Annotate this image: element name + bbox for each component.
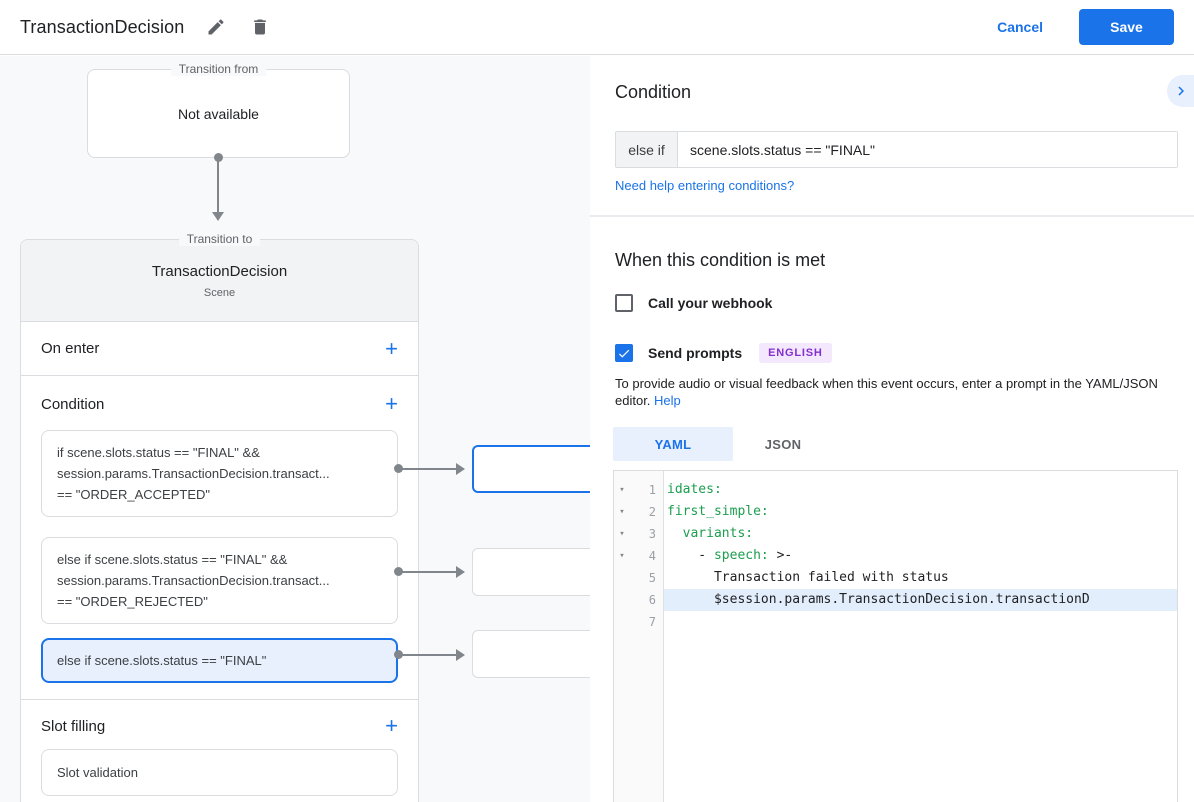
condition-card-2[interactable]: else if scene.slots.status == "FINAL" &&…: [41, 537, 398, 624]
code-line-3: variants:: [667, 526, 754, 541]
slot-validation-card[interactable]: Slot validation: [41, 749, 398, 796]
send-prompts-checkbox-row: Send prompts ENGLISH: [615, 343, 832, 363]
on-enter-row[interactable]: On enter +: [21, 322, 418, 376]
condition-help-link[interactable]: Need help entering conditions?: [615, 178, 795, 193]
add-condition-button[interactable]: +: [385, 391, 398, 416]
tab-json[interactable]: JSON: [764, 436, 802, 452]
code-line-7: [664, 611, 1177, 633]
webhook-checkbox-row: Call your webhook: [615, 294, 772, 312]
section-divider: [590, 215, 1194, 217]
edit-button[interactable]: [204, 15, 228, 39]
add-slot-button[interactable]: +: [385, 713, 398, 738]
arrowhead-down-icon: [212, 212, 224, 221]
page-title: TransactionDecision: [20, 16, 185, 37]
slot-filling-section: Slot filling + Slot validation: [21, 700, 418, 802]
scene-header[interactable]: TransactionDecision Scene: [21, 240, 418, 322]
line-number: 6: [648, 593, 656, 607]
language-badge: ENGLISH: [759, 343, 832, 363]
condition-section-label: Condition: [41, 395, 105, 413]
line-number: 1: [648, 483, 656, 497]
code-line-1: idates:: [667, 482, 722, 497]
transition-target-box-1[interactable]: [472, 445, 590, 493]
condition-section: Condition + if scene.slots.status == "FI…: [21, 376, 418, 700]
prompt-help-link[interactable]: Help: [654, 393, 681, 408]
cancel-button[interactable]: Cancel: [997, 19, 1043, 35]
code-line-4: - speech: >-: [667, 548, 793, 563]
transition-from-legend: Transition from: [170, 62, 267, 76]
line-number: 7: [648, 615, 656, 629]
transition-to-legend: Transition to: [178, 232, 261, 246]
check-icon: [618, 349, 630, 358]
transition-from-box[interactable]: Transition from Not available: [87, 62, 350, 158]
scene-type-label: Scene: [203, 287, 236, 299]
top-bar: TransactionDecision Cancel Save: [0, 0, 1194, 55]
chevron-right-icon: [1177, 86, 1184, 96]
line-number: 5: [648, 571, 656, 585]
transition-target-box-3[interactable]: [472, 630, 590, 678]
line-number: 4: [648, 549, 656, 563]
slot-filling-label: Slot filling: [41, 717, 106, 735]
arrowhead-right-icon: [456, 649, 465, 661]
editor-tabs: YAML JSON: [613, 427, 833, 461]
code-line-6-highlighted: $session.params.TransactionDecision.tran…: [664, 589, 1177, 611]
editor-code-area[interactable]: idates: first_simple: variants: - speech…: [664, 471, 1177, 802]
connector-dot: [214, 153, 223, 162]
tab-yaml[interactable]: YAML: [613, 427, 733, 461]
line-number: 2: [648, 505, 656, 519]
connector-dot: [394, 650, 403, 659]
save-button[interactable]: Save: [1079, 9, 1174, 45]
fold-icon[interactable]: ▾: [619, 507, 625, 517]
scene-flow-canvas: Transition from Not available Transition…: [0, 56, 590, 802]
connector-line: [217, 161, 219, 212]
fold-icon[interactable]: ▾: [619, 529, 625, 539]
arrowhead-right-icon: [456, 463, 465, 475]
fold-icon[interactable]: ▾: [619, 485, 625, 495]
connector-dot: [394, 464, 403, 473]
code-line-5: Transaction failed with status: [667, 570, 949, 585]
condition-detail-panel: Condition else if Need help entering con…: [590, 55, 1194, 802]
condition-expression-field: else if: [615, 131, 1178, 168]
code-line-2: first_simple:: [667, 504, 769, 519]
editor-gutter: ▾ 1 ▾ 2 ▾ 3 ▾ 4 5 6 7: [614, 471, 664, 802]
condition-heading: Condition: [615, 82, 692, 102]
scene-name: TransactionDecision: [151, 263, 288, 280]
webhook-label: Call your webhook: [648, 295, 773, 311]
add-on-enter-button[interactable]: +: [385, 335, 398, 361]
transition-from-content: Not available: [178, 105, 259, 122]
transition-to-box: Transition to TransactionDecision Scene …: [20, 232, 419, 802]
condition-expression-input[interactable]: [678, 132, 1177, 167]
condition-prefix-label: else if: [616, 132, 678, 167]
send-prompts-checkbox[interactable]: [615, 344, 633, 362]
trash-icon: [254, 19, 267, 35]
arrowhead-right-icon: [456, 566, 465, 578]
line-number: 3: [648, 527, 656, 541]
yaml-editor: ▾ 1 ▾ 2 ▾ 3 ▾ 4 5 6 7 idates: first_simple: …: [613, 470, 1178, 802]
delete-button[interactable]: [248, 15, 272, 39]
collapse-panel-button[interactable]: [1167, 75, 1194, 107]
on-enter-label: On enter: [41, 340, 100, 357]
webhook-checkbox[interactable]: [615, 294, 633, 312]
condition-card-1[interactable]: if scene.slots.status == "FINAL" && sess…: [41, 430, 398, 517]
connector-dot: [394, 567, 403, 576]
connector-line: [400, 571, 457, 573]
fold-icon[interactable]: ▾: [619, 551, 625, 561]
when-condition-heading: When this condition is met: [615, 250, 826, 270]
condition-card-3-selected[interactable]: else if scene.slots.status == "FINAL": [41, 638, 398, 683]
transition-target-box-2[interactable]: [472, 548, 590, 596]
prompt-hint-text: To provide audio or visual feedback when…: [615, 376, 1158, 408]
connector-line: [400, 654, 457, 656]
connector-line: [400, 468, 457, 470]
pencil-icon: [208, 19, 224, 35]
send-prompts-label: Send prompts: [648, 345, 743, 361]
